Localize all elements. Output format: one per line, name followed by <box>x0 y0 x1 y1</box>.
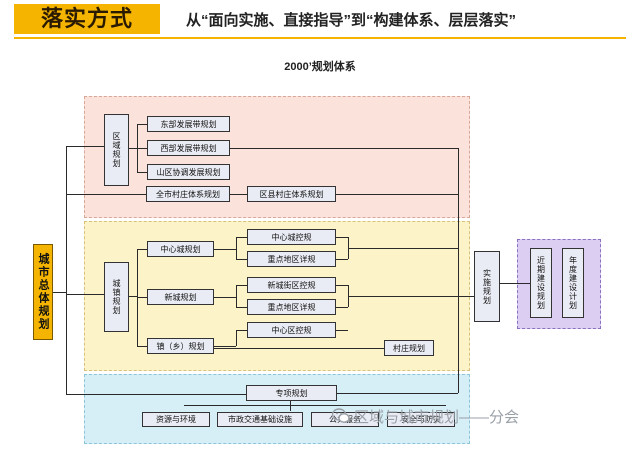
new-town-regulatory-box: 新城街区控规 <box>247 277 336 293</box>
connector <box>214 348 384 349</box>
implementation-plan-box: 实施规划 <box>474 251 500 322</box>
regional-item-west: 西部发展带规划 <box>147 140 230 156</box>
regional-item-mountain: 山区协调发展规划 <box>147 164 230 180</box>
diagram-title: 2000’规划体系 <box>284 61 356 73</box>
connector <box>230 194 247 195</box>
connector <box>290 401 291 411</box>
central-city-regulatory-box: 中心城控规 <box>247 229 336 245</box>
connector <box>66 194 146 195</box>
connector <box>236 285 237 307</box>
connector <box>137 297 147 298</box>
connector <box>348 296 474 297</box>
connector <box>236 237 237 259</box>
connector <box>137 346 147 347</box>
specialized-item-safety: 安全与防灾 <box>387 412 455 427</box>
connector <box>336 307 348 308</box>
connector <box>66 146 104 147</box>
connector <box>137 148 147 149</box>
connector <box>230 148 458 149</box>
slide-title: 从“面向实施、直接指导”到“构建体系、层层落实” <box>186 12 517 29</box>
connector <box>214 249 236 250</box>
title-rule <box>14 37 626 39</box>
connector <box>129 148 137 149</box>
connector <box>336 259 348 260</box>
connector <box>236 285 247 286</box>
connector <box>236 259 247 260</box>
connector <box>236 307 247 308</box>
connector <box>66 294 104 295</box>
connector <box>336 330 348 331</box>
central-city-plan-box: 中心城规划 <box>147 241 214 257</box>
connector <box>137 249 147 250</box>
connector <box>66 394 246 395</box>
connector <box>236 237 247 238</box>
connector <box>214 346 236 347</box>
new-town-plan-box: 新城规划 <box>147 289 214 305</box>
watermark-text: 区域与城市规划——分会 <box>354 408 520 426</box>
new-town-key-detail-box: 重点地区详规 <box>247 299 336 315</box>
specialized-item-resources: 资源与环境 <box>142 412 210 427</box>
connector <box>458 296 474 297</box>
connector <box>458 148 459 393</box>
center-district-regulatory-box: 中心区控规 <box>247 322 336 338</box>
connector <box>500 283 530 284</box>
regional-item-east: 东部发展带规划 <box>147 116 230 132</box>
near-term-construction-box: 近期建设规划 <box>530 248 552 318</box>
master-plan-box: 城市总体规划 <box>33 244 53 340</box>
title-badge: 落实方式 <box>14 4 160 34</box>
connector <box>236 330 247 331</box>
village-plan-box: 村庄规划 <box>384 340 434 356</box>
wechat-icon <box>332 408 350 423</box>
district-village-system-box: 区县村庄体系规划 <box>247 186 336 202</box>
specialized-item-infrastructure: 市政交通基础设施 <box>217 412 303 427</box>
annual-construction-box: 年度建设计划 <box>562 248 584 318</box>
connector <box>336 237 348 238</box>
central-key-detail-box: 重点地区详规 <box>247 251 336 267</box>
city-village-system-box: 全市村庄体系规划 <box>146 186 230 202</box>
connector <box>184 405 446 406</box>
connector <box>336 194 458 195</box>
connector <box>336 285 348 286</box>
connector <box>66 146 67 394</box>
connector <box>137 172 147 173</box>
connector <box>129 296 137 297</box>
regional-plan-box: 区域规划 <box>104 114 129 186</box>
connector <box>53 292 66 293</box>
township-plan-box: 镇（乡）规划 <box>147 338 214 354</box>
town-plan-box: 城镇规划 <box>104 262 129 332</box>
specialized-plan-box: 专项规划 <box>246 385 337 401</box>
connector <box>337 393 458 394</box>
connector <box>348 248 458 249</box>
title-bar: 落实方式 从“面向实施、直接指导”到“构建体系、层层落实” <box>0 0 640 40</box>
connector <box>137 124 147 125</box>
watermark: 区域与城市规划——分会 <box>332 405 519 427</box>
connector <box>236 330 237 346</box>
connector <box>214 297 236 298</box>
